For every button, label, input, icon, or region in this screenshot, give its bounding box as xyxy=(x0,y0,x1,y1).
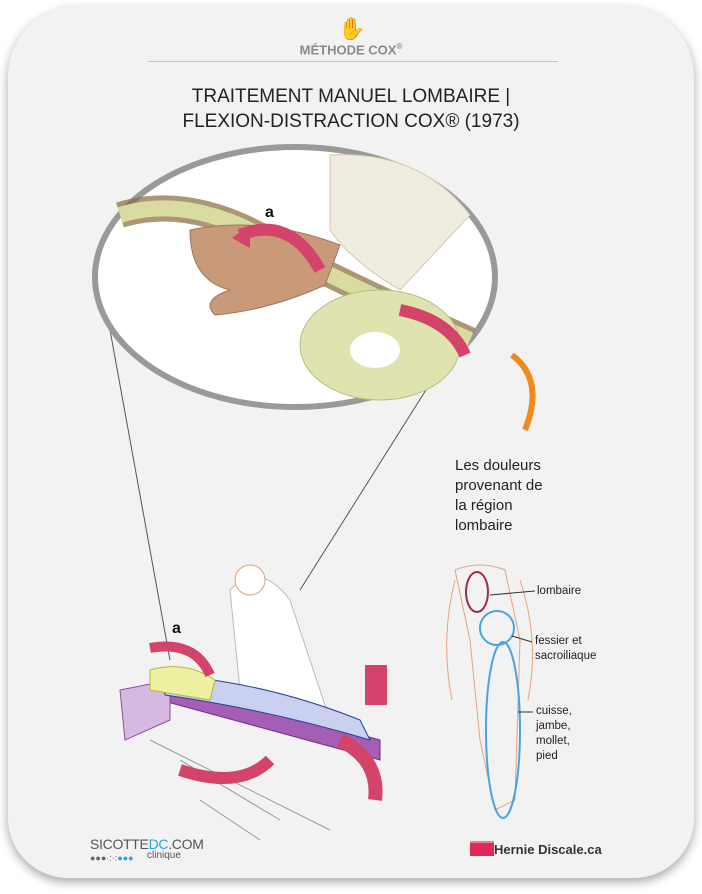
hand-icon: ✋ xyxy=(338,16,366,41)
sicotte-logo[interactable]: SICOTTEDC.COM xyxy=(90,836,204,852)
clinique-text: clinique xyxy=(147,850,181,861)
label-line: cuisse, xyxy=(536,705,572,717)
lombaire-zone xyxy=(465,571,489,613)
title-line-1: TRAITEMENT MANUEL LOMBAIRE | xyxy=(191,86,511,107)
label-line: lombaire xyxy=(537,585,582,597)
motion-block xyxy=(365,665,387,705)
jambe-zone xyxy=(485,641,521,819)
pain-line: provenant de xyxy=(455,477,543,494)
label-jambe: cuisse, jambe, mollet, pied xyxy=(536,704,572,764)
motion-arrow xyxy=(398,304,471,358)
pain-description: Les douleurs provenant de la région lomb… xyxy=(455,456,543,536)
label-line: pied xyxy=(536,750,558,762)
hernie-logo-icon xyxy=(470,841,494,856)
motion-label-a: a xyxy=(172,620,181,637)
motion-arrow xyxy=(149,641,215,678)
treatment-table xyxy=(119,564,381,841)
label-fessier: fessier et sacroiliaque xyxy=(535,634,596,664)
brand-text: MÉTHODE COX xyxy=(299,42,397,58)
fessier-zone xyxy=(479,610,515,646)
label-line: jambe, xyxy=(536,720,571,732)
body-map-figure xyxy=(446,564,533,811)
label-line: sacroiliaque xyxy=(535,650,597,662)
zoom-line-left xyxy=(99,274,171,661)
logo-part: .COM xyxy=(168,836,204,852)
motion-label-a: a xyxy=(265,204,274,221)
logo-dots: ●●●·:·:●●● xyxy=(90,853,134,863)
pointer-line xyxy=(489,590,536,596)
logo-part: DC xyxy=(148,836,169,852)
label-lombaire: lombaire xyxy=(537,584,581,599)
pain-line: la région xyxy=(455,497,513,514)
page-title: TRAITEMENT MANUEL LOMBAIRE | FLEXION-DIS… xyxy=(0,84,702,134)
divider xyxy=(148,61,558,62)
motion-arrow xyxy=(237,223,326,273)
title-line-2: FLEXION-DISTRACTION COX® (1973) xyxy=(182,111,520,132)
pain-line: lombaire xyxy=(455,517,513,534)
motion-arrow xyxy=(178,755,275,784)
pain-line: Les douleurs xyxy=(455,457,541,474)
brand-mark: ® xyxy=(396,42,403,51)
label-line: fessier et xyxy=(535,635,582,647)
brand-title: MÉTHODE COX® xyxy=(0,42,702,57)
motion-arrow xyxy=(336,733,383,801)
logo-part: SICOTTE xyxy=(90,836,149,852)
pain-arrow-icon xyxy=(510,352,536,432)
label-line: mollet, xyxy=(536,735,570,747)
hernie-discale-logo[interactable]: Hernie Discale.ca xyxy=(494,842,602,857)
pointer-line xyxy=(511,635,533,643)
